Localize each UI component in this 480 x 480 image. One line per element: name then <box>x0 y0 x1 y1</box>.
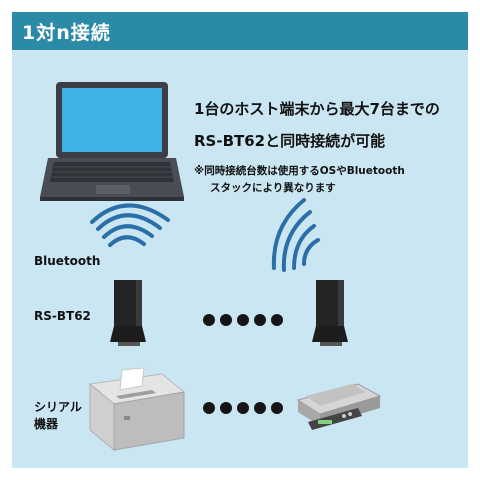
ellipsis-dots-icon <box>203 314 283 326</box>
wireless-signal-icon <box>271 198 320 272</box>
diagram-panel: 1対n接続 <box>12 12 468 468</box>
label-serial-line-1: シリアル <box>34 400 82 414</box>
adapter-icon <box>110 280 146 346</box>
note-line-1: ※同時接続台数は使用するOSやBluetooth <box>194 165 405 177</box>
header-title: 1対n接続 <box>22 22 111 44</box>
ellipsis-dots-icon <box>203 402 283 414</box>
receipt-printer-icon <box>88 367 186 452</box>
label-serial-line-2: 機器 <box>34 417 59 431</box>
illustration <box>40 82 382 452</box>
wireless-signal-icon <box>90 203 170 247</box>
header-bar: 1対n接続 <box>12 12 468 50</box>
laptop-icon <box>40 82 184 201</box>
headline-line-2: RS-BT62と同時接続が可能 <box>194 132 386 150</box>
note-line-2: スタックにより異なります <box>210 182 336 194</box>
headline-line-1: 1台のホスト端末から最大7台までの <box>194 100 440 118</box>
adapter-icon <box>312 280 348 346</box>
weighing-scale-icon <box>296 383 382 430</box>
label-adapter: RS-BT62 <box>34 309 91 323</box>
label-bluetooth: Bluetooth <box>34 254 101 268</box>
